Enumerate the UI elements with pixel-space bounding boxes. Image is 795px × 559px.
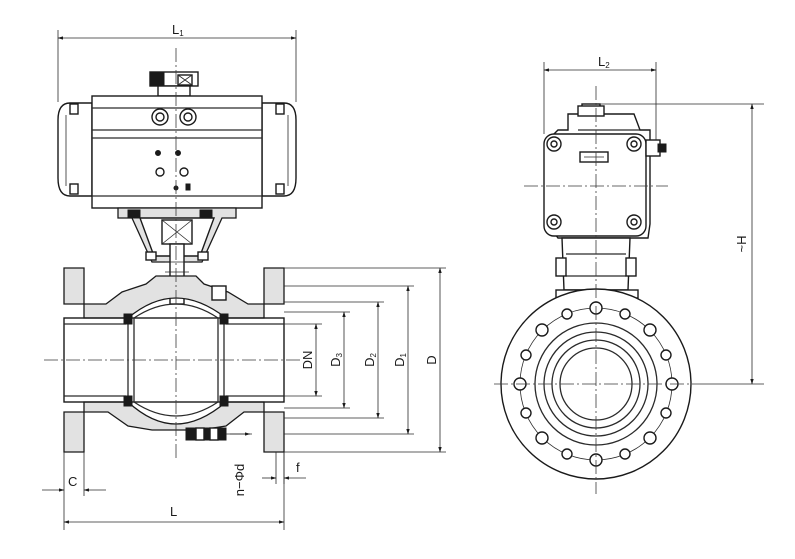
pneumatic-actuator [57, 71, 297, 209]
side-view: L2 ~H [494, 54, 764, 494]
dim-label-l2: L2 [598, 54, 610, 70]
dim-label-c: C [68, 474, 77, 489]
dim-label-d3: D3 [328, 353, 344, 367]
side-dimensions: L2 ~H [543, 54, 764, 385]
front-dimensions: L1 DN D3 D2 D1 D n−Φd [42, 22, 446, 530]
dim-label-f: f [296, 460, 300, 475]
dim-label-d: D [424, 355, 439, 364]
dim-label-l: L [170, 504, 177, 519]
actuator-end-view [543, 103, 667, 239]
dim-label-d2: D2 [362, 353, 378, 367]
dim-label-dn: DN [300, 351, 315, 370]
dim-label-h: ~H [734, 236, 749, 253]
mounting-bracket [117, 207, 237, 305]
valve-body [63, 267, 285, 453]
front-view: L1 DN D3 D2 D1 D n−Φd [42, 22, 446, 530]
dim-label-n-d: n−Φd [232, 464, 247, 496]
dim-label-l1: L1 [172, 22, 184, 38]
dim-label-d1: D1 [392, 353, 408, 367]
